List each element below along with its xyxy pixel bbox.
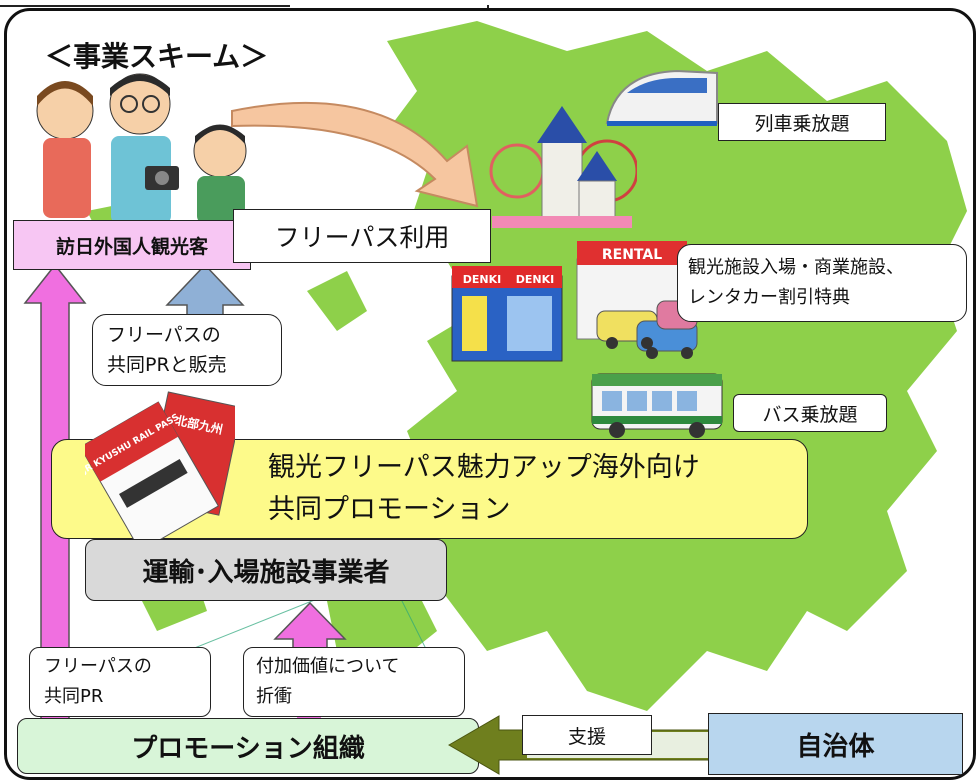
free-pass-use-label: フリーパス利用 [274,223,450,252]
negotiation-box: 付加価値について 折衝 [243,647,465,717]
visitor-box: 訪日外国人観光客 [13,220,251,270]
free-pass-use-box: フリーパス利用 [233,209,491,263]
tourist-family-icon [36,73,247,224]
denki-sign-left: DENKI [463,273,501,286]
visitor-label: 訪日外国人観光客 [55,235,208,258]
electronics-store-icon: DENKI DENKI [451,266,563,362]
pr-sales-box: フリーパスの 共同PRと販売 [92,314,282,386]
curved-arrow-icon [231,101,479,208]
bus-label: バス乗放題 [762,403,858,426]
operators-label: 運輸･入場施設事業者 [142,557,390,588]
rail-pass-booklet-icon: 北部九州 JR KYUSHU RAIL PASS [85,391,235,549]
train-label-box: 列車乗放題 [718,103,886,141]
pr-sales-label: フリーパスの 共同PRと販売 [107,324,227,376]
support-label: 支援 [567,725,606,748]
theme-park-icon [489,106,637,228]
negotiation-label: 付加価値について 折衝 [256,656,400,707]
rental-car-shop-icon: RENTAL [576,241,698,359]
train-label: 列車乗放題 [754,112,850,135]
top-border-lines [0,0,979,13]
shinkansen-icon [605,69,718,126]
joint-pr-label: フリーパスの 共同PR [44,656,152,707]
municipality-label: 自治体 [796,731,875,762]
denki-sign-right: DENKI [516,273,554,286]
promotion-title: 観光フリーパス魅力アップ海外向け 共同プロモーション [268,452,700,525]
promotion-org-box: プロモーション組織 [17,718,479,774]
municipality-box: 自治体 [708,713,963,775]
diagram-frame: ＜事業スキーム＞ RENTAL [4,8,976,780]
facility-label: 観光施設入場・商業施設、 レンタカー割引特典 [688,257,904,308]
scheme-title: ＜事業スキーム＞ [45,40,269,73]
operators-box: 運輸･入場施設事業者 [85,539,447,601]
bus-icon [591,373,723,438]
rental-sign: RENTAL [602,247,662,263]
joint-pr-box: フリーパスの 共同PR [29,647,211,717]
facility-label-box: 観光施設入場・商業施設、 レンタカー割引特典 [677,244,967,322]
support-box: 支援 [522,715,652,755]
bus-label-box: バス乗放題 [733,394,887,432]
promotion-org-label: プロモーション組織 [131,733,365,764]
